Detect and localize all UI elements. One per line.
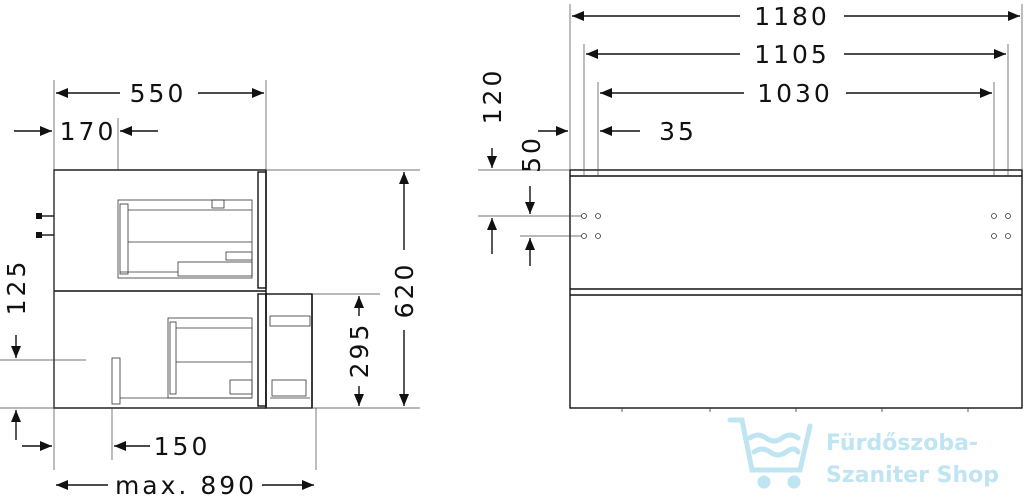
upper-drawer-mechanism	[117, 199, 253, 279]
side-front-panel-top	[257, 171, 267, 289]
front-view: 1180 1105 1030 35 120 50	[478, 2, 1023, 412]
side-front-panel-bottom	[257, 293, 267, 407]
side-cabinet-outline	[53, 169, 267, 409]
dim-side-max: max. 890	[115, 471, 257, 500]
front-bottom-ticks	[621, 408, 969, 412]
dim-front-total-width: 1180	[754, 2, 830, 31]
dim-front-side-inset: 35	[659, 117, 697, 146]
mounting-hole-icon	[581, 213, 1011, 239]
dim-front-hole-spacing: 50	[517, 135, 546, 173]
dim-side-clearance: 150	[154, 432, 211, 461]
dim-side-drawer-height: 295	[345, 322, 374, 379]
bathtub-water-icon	[727, 417, 813, 489]
brand-watermark: Fürdőszoba- Szaniter Shop	[727, 417, 999, 489]
wall-hook-icon	[36, 213, 54, 238]
dim-front-width-mid: 1105	[754, 40, 830, 69]
brand-line-2: Szaniter Shop	[826, 463, 999, 488]
dim-front-top-offset: 120	[478, 68, 507, 125]
brand-line-1: Fürdőszoba-	[826, 431, 978, 456]
dim-side-depth: 550	[130, 79, 187, 108]
dim-front-width-inner: 1030	[757, 79, 833, 108]
dim-side-offset: 170	[60, 117, 117, 146]
lower-drawer-mechanism	[111, 317, 253, 405]
open-drawer-extension	[265, 293, 313, 409]
dim-side-total-height: 620	[390, 262, 419, 319]
side-view: 550 170 125 150 max. 890 620 295	[0, 79, 420, 500]
dim-side-height-left: 125	[2, 259, 31, 316]
